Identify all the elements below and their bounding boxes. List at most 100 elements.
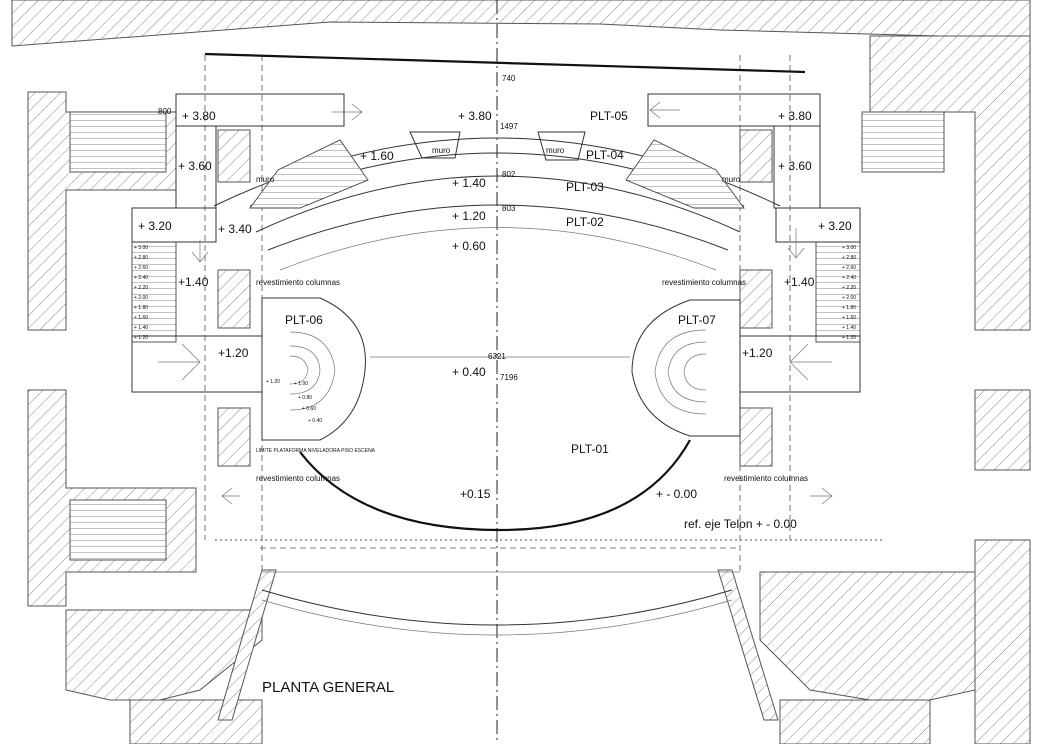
note-ref-telon: ref. eje Telon + - 0.00 — [684, 517, 797, 531]
level-360-right: + 3.60 — [778, 159, 812, 173]
note-muro-center-left: muro — [432, 146, 451, 155]
level-120-center: + 1.20 — [452, 209, 486, 223]
arc-plt03 — [255, 175, 741, 233]
plt01-outline — [299, 439, 691, 532]
stair-level-left: + 3.00 — [134, 245, 148, 251]
label-plt04: PLT-04 — [586, 148, 624, 162]
plt06-step: + 1.20 — [266, 379, 280, 385]
drawing-title: PLANTA GENERAL — [262, 679, 394, 696]
stair-level-right: + 2.80 — [842, 255, 856, 261]
level-060: + 0.60 — [452, 239, 486, 253]
wall-right-middle — [974, 389, 1031, 471]
note-muro-center-right: muro — [546, 146, 565, 155]
stair-left-steps — [131, 241, 177, 343]
arc-plt02 — [267, 204, 729, 251]
note-rev-bottom-left: revestimiento columnas — [256, 474, 340, 483]
label-plt01: PLT-01 — [571, 442, 609, 456]
dim-6321: 6321 — [488, 352, 506, 361]
plt06-step: + 0.40 — [308, 418, 322, 424]
stair-level-right: + 1.60 — [842, 315, 856, 321]
stair-level-left: + 1.60 — [134, 315, 148, 321]
note-muro-left: muro — [256, 175, 275, 184]
note-rev-top-left: revestimiento columnas — [256, 278, 340, 287]
platform-outlines — [131, 52, 861, 636]
arrow-right-bottom — [810, 487, 833, 505]
note-rev-top-right: revestimiento columnas — [662, 278, 746, 287]
level-320-left: + 3.20 — [138, 219, 172, 233]
plt06-step: + 0.80 — [298, 395, 312, 401]
rear-edge-line — [204, 52, 806, 74]
column-left-mid — [217, 269, 251, 329]
label-plt07: PLT-07 — [678, 313, 716, 327]
stair-level-right: + 2.60 — [842, 265, 856, 271]
wall-bottom-left — [27, 389, 197, 607]
wall-bottom-right — [974, 539, 1031, 744]
stair-right-steps — [815, 241, 861, 343]
level-140-center: + 1.40 — [452, 176, 486, 190]
stair-level-left: + 2.80 — [134, 255, 148, 261]
stair-level-left: + 1.40 — [134, 325, 148, 331]
stair-level-right: + 3.00 — [842, 245, 856, 251]
level-320-right: + 3.20 — [818, 219, 852, 233]
arrow-left-down — [191, 240, 209, 263]
level-140-left: +1.40 — [178, 275, 209, 289]
arrow-left-side — [158, 343, 201, 381]
stair-level-left: + 2.00 — [134, 295, 148, 301]
stair-levels-left: + 3.00 + 2.80 + 2.60 + 2.40 + 2.20 + 2.0… — [134, 245, 148, 341]
level-120-left: +1.20 — [218, 346, 249, 360]
plt07-outline — [631, 299, 741, 437]
column-right-top — [739, 129, 773, 183]
label-plt03: PLT-03 — [566, 180, 604, 194]
label-plt02: PLT-02 — [566, 215, 604, 229]
proscenium-wall-left — [217, 569, 277, 721]
arrow-right-down — [787, 228, 805, 259]
column-left-bottom — [217, 407, 251, 467]
label-plt05: PLT-05 — [590, 109, 628, 123]
wall-bottom-strip-left — [129, 699, 263, 744]
arrow-left-top — [332, 103, 363, 121]
label-plt06: PLT-06 — [285, 313, 323, 327]
dim-740: 740 — [502, 74, 516, 83]
level-160: + 1.60 — [360, 149, 394, 163]
level-380-left: + 3.80 — [182, 109, 216, 123]
dim-802: 802 — [502, 170, 516, 179]
stair-level-right: + 2.40 — [842, 275, 856, 281]
stair-level-right: + 1.80 — [842, 305, 856, 311]
arrow-right-top — [649, 101, 680, 119]
stairs — [69, 111, 945, 561]
stair-level-left: + 2.40 — [134, 275, 148, 281]
level-015: +0.15 — [460, 487, 491, 501]
dim-1497: 1497 — [500, 122, 518, 131]
dim-800: 800 — [158, 107, 172, 116]
stair-level-left: + 2.60 — [134, 265, 148, 271]
wall-bottom-strip-right — [779, 699, 931, 744]
level-380-mid: + 3.80 — [458, 109, 492, 123]
stair-level-left: + 1.80 — [134, 305, 148, 311]
arrow-left-bottom — [221, 487, 240, 505]
stair-level-right: + 1.40 — [842, 325, 856, 331]
column-right-mid — [739, 269, 773, 329]
stair-level-left: + 2.20 — [134, 285, 148, 291]
level-360-left: + 3.60 — [178, 159, 212, 173]
stair-top-left — [69, 111, 167, 173]
level-000: + - 0.00 — [656, 487, 697, 501]
dim-803: 803 — [502, 204, 516, 213]
reference-lines — [204, 0, 885, 744]
note-limite: LIMITE PLATAFORMA NIVELADORA PISO ESCENA — [256, 448, 376, 454]
top-wall — [11, 0, 1031, 47]
stair-levels-right: + 3.00 + 2.80 + 2.60 + 2.40 + 2.20 + 2.0… — [842, 245, 856, 341]
stair-top-right — [861, 111, 945, 173]
level-120-right: +1.20 — [742, 346, 773, 360]
level-140-right: +1.40 — [784, 275, 815, 289]
plt06-steps: + 1.20 + 1.00 + 0.80 + 0.60 + 0.40 — [266, 379, 322, 424]
stair-level-left: + 1.20 — [134, 335, 148, 341]
stair-level-right: + 2.20 — [842, 285, 856, 291]
arrows — [158, 101, 833, 505]
level-040: + 0.40 — [452, 365, 486, 379]
wall-top-right — [869, 35, 1031, 331]
dim-7196: 7196 — [500, 373, 518, 382]
proscenium-arc — [261, 589, 733, 626]
plt06-step: + 0.60 — [302, 406, 316, 412]
plt06-outline — [261, 297, 366, 441]
